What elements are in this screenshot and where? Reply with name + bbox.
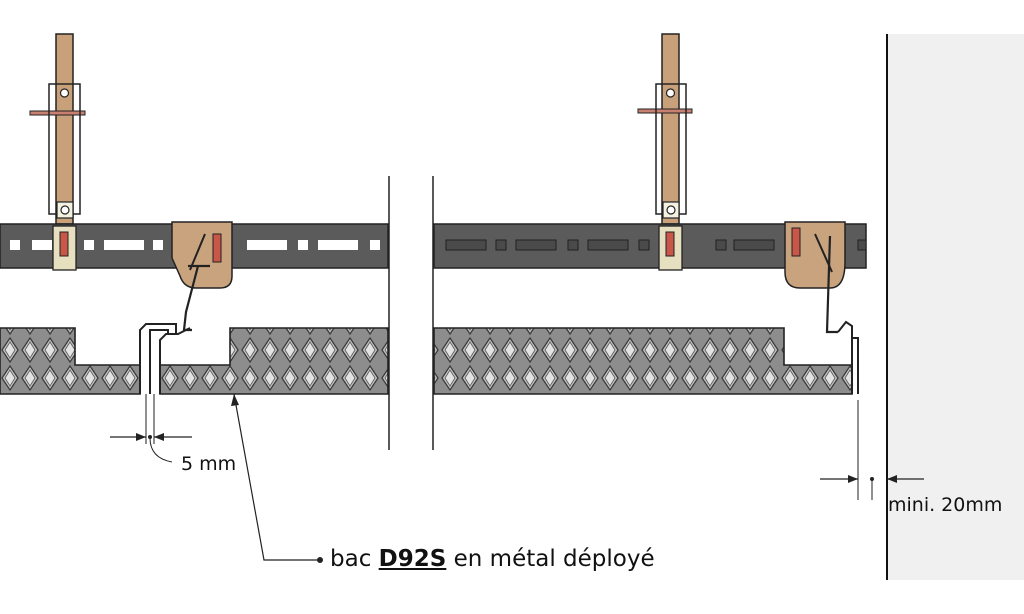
section-break xyxy=(388,170,434,460)
product-leader xyxy=(231,393,323,563)
bracket-right xyxy=(784,221,846,334)
wall xyxy=(886,34,1024,580)
bracket-left xyxy=(171,221,233,332)
mesh-tray-right xyxy=(433,320,859,395)
product-prefix: bac xyxy=(330,546,379,572)
gap-dimension xyxy=(110,394,192,463)
product-code: D92S xyxy=(378,546,447,572)
mesh-tray-left-b xyxy=(159,327,389,395)
rail-clamp-left xyxy=(52,225,77,271)
mesh-tray-left-a xyxy=(0,323,177,395)
product-suffix: en métal déployé xyxy=(446,546,655,572)
product-label: bac D92S en métal déployé xyxy=(330,546,655,572)
hanger-right xyxy=(637,33,693,225)
rail-clamp-right xyxy=(658,225,683,271)
hanger-left xyxy=(29,33,86,225)
wall-gap-dimension xyxy=(820,400,924,500)
gap-dimension-label: 5 mm xyxy=(181,453,237,475)
wall-gap-label: mini. 20mm xyxy=(888,494,1003,516)
